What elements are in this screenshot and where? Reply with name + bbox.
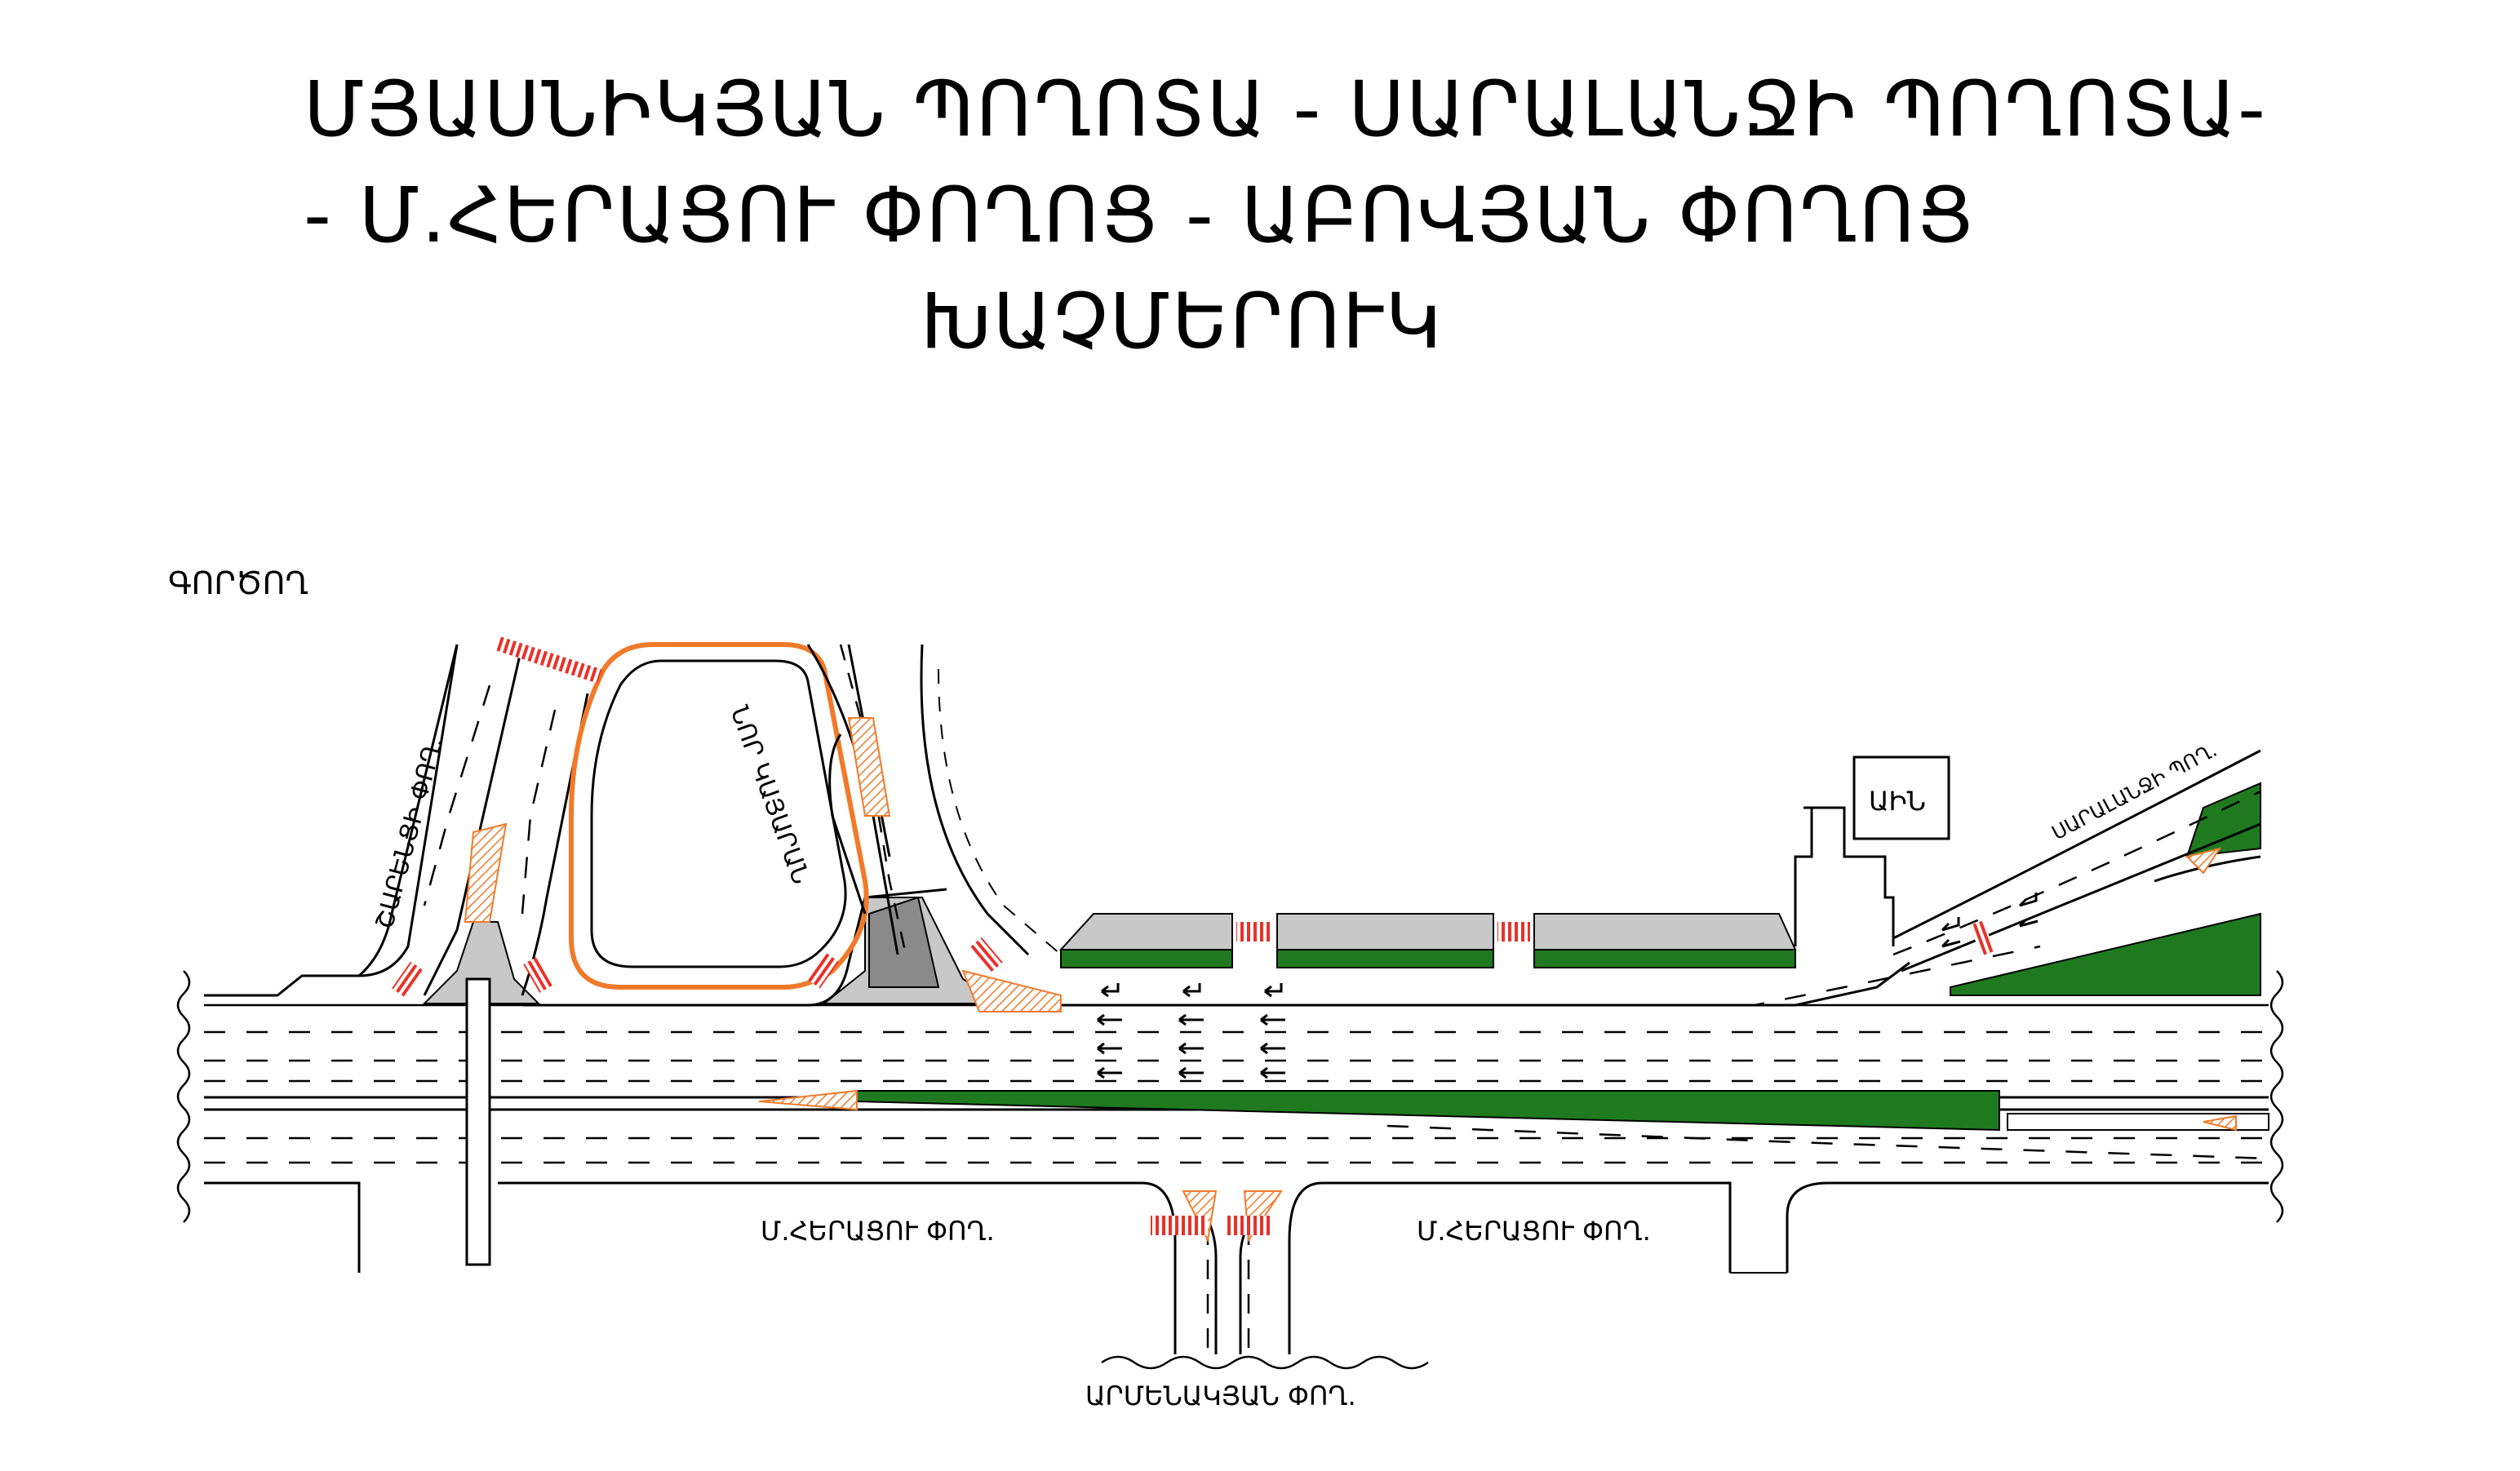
lane-markings (204, 945, 2269, 1164)
road-edge (204, 644, 459, 997)
label-charents: ՇԱՐԵՆՑԻ ՓՈՂ. (370, 734, 449, 932)
charents-street (358, 644, 589, 996)
label-heratsu-left: Մ.ՀԵՐԱՑՈՒ ՓՈՂ. (761, 1216, 995, 1247)
saralanj-road (1892, 749, 2261, 973)
diagram-title: ՄՅԱՍՆԻԿՅԱՆ ՊՈՂՈՏԱ - ՍԱՐԱԼԱՆՋԻ ՊՈՂՈՏԱ- - … (0, 49, 2520, 392)
label-heratsu-right: Մ.ՀԵՐԱՑՈՒ ՓՈՂ. (1417, 1216, 1651, 1247)
label-nor-kayaran: ՆՈՐ ԿԱՅԱՐԱՆ (724, 702, 814, 888)
underpass (465, 977, 491, 1266)
title-line-2: - Մ.ՀԵՐԱՑՈՒ ՓՈՂՈՑ - ԱԲՈՎՅԱՆ ՓՈՂՈՑ (304, 171, 1976, 260)
label-armenakyan: ԱՐՄԵՆԱԿՅԱՆ ՓՈՂ. (1085, 1380, 1356, 1411)
hatched-areas (464, 717, 2237, 1243)
title-line-3: ԽԱՉՄԵՐՈՒԿ (921, 277, 1444, 366)
title-line-1: ՄՅԱՍՆԻԿՅԱՆ ՊՈՂՈՏԱ - ՍԱՐԱԼԱՆՋԻ ՊՈՂՈՏԱ- (304, 65, 2267, 154)
gray-islands (422, 896, 2269, 1131)
road-edge (498, 1181, 1177, 1354)
crosswalks (392, 636, 1995, 1235)
east-curve (828, 644, 1062, 956)
label-ain: ԱԻՆ (1869, 786, 1926, 817)
ain-building (1794, 755, 1950, 946)
lane-arrows (1097, 893, 2039, 1079)
green-medians (856, 782, 2261, 1132)
label-corner: ԳՈՐԾՈՂ (168, 565, 308, 601)
loop-road (569, 642, 907, 990)
label-saralanj: ՍԱՐԱԼԱՆՋԻ ՊՈՂ. (2048, 738, 2221, 844)
break-lines (176, 970, 2284, 1370)
